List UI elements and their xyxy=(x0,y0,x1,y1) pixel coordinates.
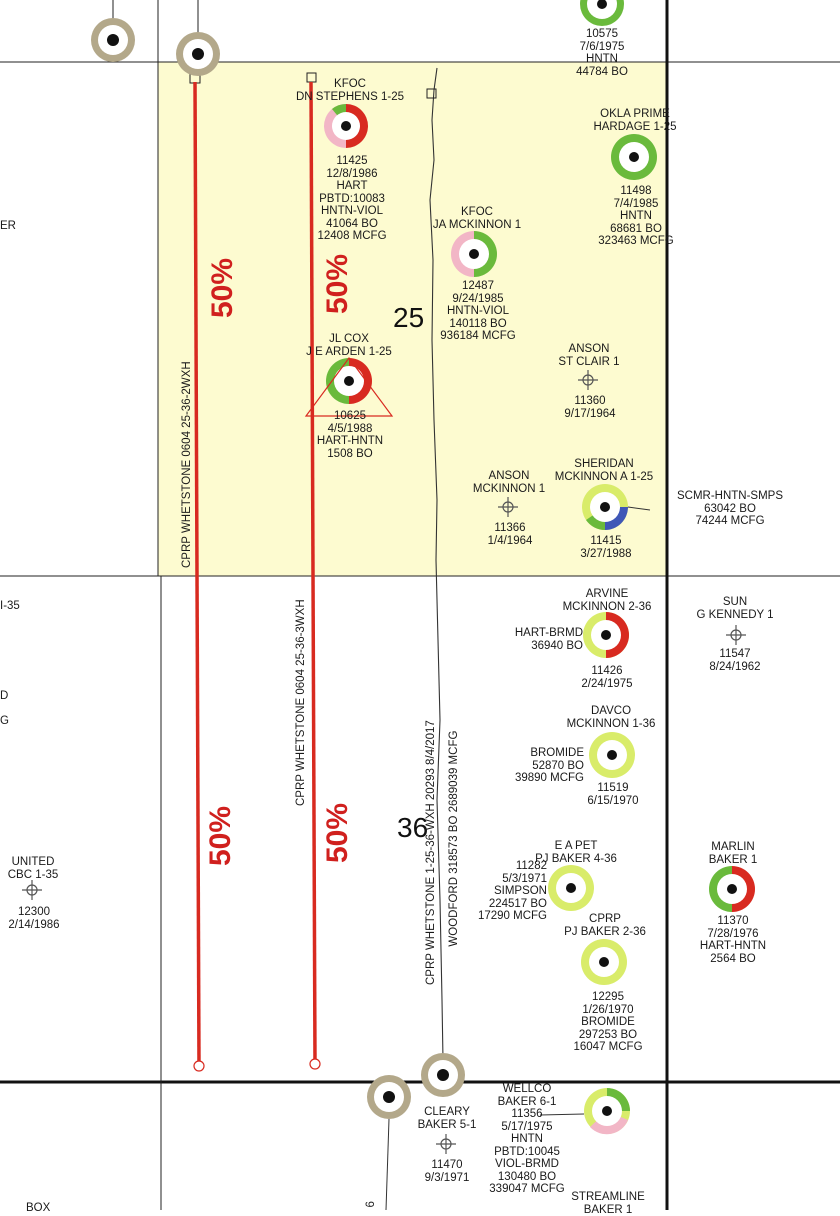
lateral-c-line2: WOODFORD 318573 BO 2689039 MCFG xyxy=(448,730,460,947)
edge-label: 6 xyxy=(364,1201,377,1208)
edge-label: ER xyxy=(0,220,16,232)
lateral-b-terminus xyxy=(309,1058,321,1070)
oil-gas-well-symbol xyxy=(583,612,629,658)
oil-gas-well-symbol xyxy=(451,231,497,277)
oil-gas-well-symbol xyxy=(324,103,368,148)
lateral-b-pct-top: 50% xyxy=(321,253,354,315)
oil-gas-well-symbol xyxy=(709,866,755,912)
section-number-36: 36 xyxy=(397,812,429,843)
dry-hole-symbol xyxy=(22,880,42,900)
tan-ring-well xyxy=(421,1053,465,1097)
section-number-25: 25 xyxy=(393,302,425,333)
lateral-b-pct-bottom: 50% xyxy=(321,802,354,864)
oil-well-symbol xyxy=(548,865,594,911)
oil-gas-well-symbol xyxy=(582,484,651,531)
oil-well-symbol xyxy=(589,732,635,778)
oil-well-symbol xyxy=(580,0,624,26)
lateral-c-path xyxy=(429,67,444,1061)
section-25-highlight xyxy=(158,62,668,576)
dry-hole-symbol xyxy=(436,1134,456,1154)
edge-label: I-35 xyxy=(0,600,20,612)
oil-well-symbol xyxy=(611,134,657,180)
oil-well-symbol xyxy=(581,939,627,985)
wellbore-line xyxy=(385,1118,390,1210)
lateral-c-surface xyxy=(426,88,437,99)
lateral-a-label: CPRP WHETSTONE 0604 25-36-2WXH xyxy=(181,361,193,568)
dry-hole-symbol xyxy=(498,497,518,517)
lateral-b-line xyxy=(309,81,317,1064)
oil-gas-well-symbol xyxy=(304,356,394,417)
lateral-a-pct-bottom: 50% xyxy=(204,805,237,867)
tan-ring-well xyxy=(91,18,135,62)
edge-label: BOX xyxy=(26,1202,51,1214)
edge-label: G xyxy=(0,715,9,727)
lateral-a-line xyxy=(193,81,201,1066)
lateral-c-line1: CPRP WHETSTONE 1-25-36-WXH 20293 8/4/201… xyxy=(425,720,437,985)
lateral-c-label: CPRP WHETSTONE 1-25-36-WXH 20293 8/4/201… xyxy=(420,720,466,985)
lateral-a-terminus xyxy=(193,1060,205,1072)
edge-label: D xyxy=(0,690,9,702)
oil-gas-well-symbol xyxy=(539,1088,630,1135)
dry-hole-symbol xyxy=(578,370,598,390)
lateral-b-label: CPRP WHETSTONE 0604 25-36-3WXH xyxy=(295,599,307,806)
tan-ring-well xyxy=(367,1075,411,1119)
lateral-a-pct-top: 50% xyxy=(206,257,239,319)
dry-hole-symbol xyxy=(726,625,746,645)
tan-ring-well xyxy=(176,32,220,76)
